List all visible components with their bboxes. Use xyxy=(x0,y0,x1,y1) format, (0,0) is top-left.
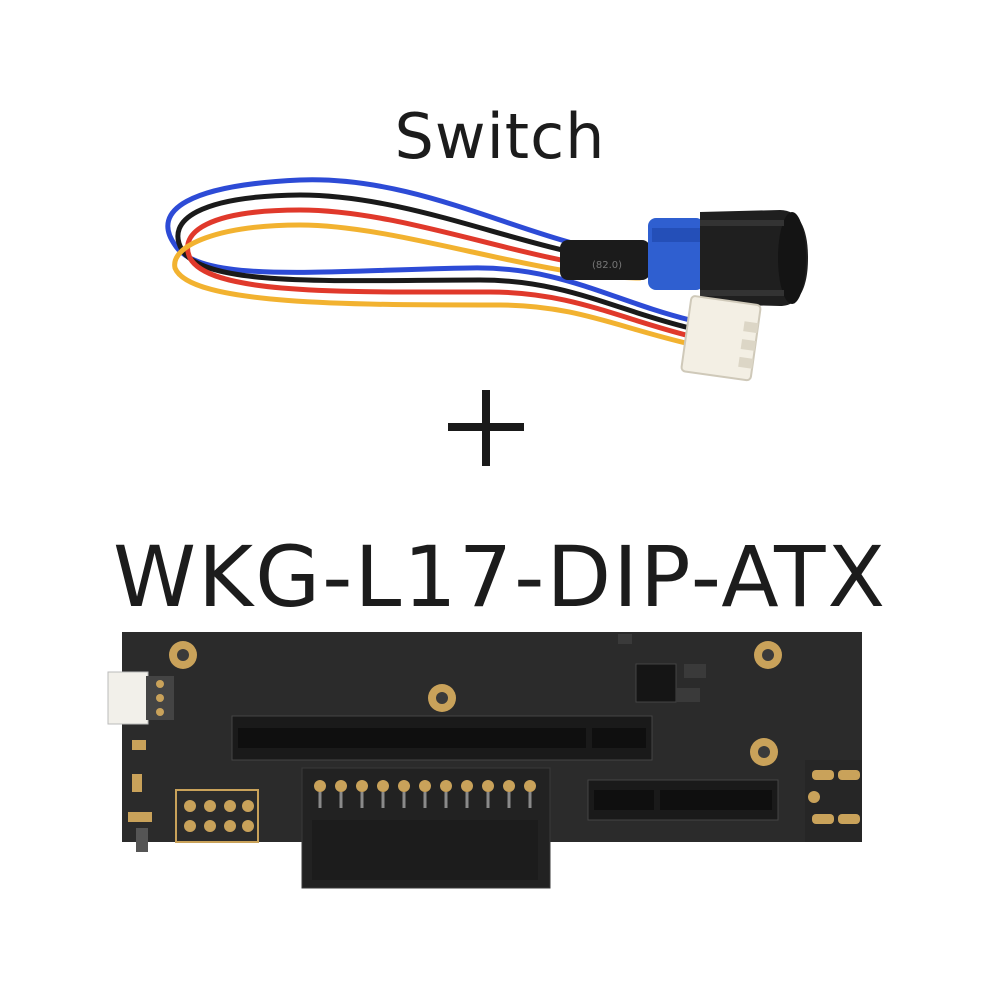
fan-header xyxy=(107,671,174,725)
cable-sleeve xyxy=(560,240,650,280)
pcie-x16-slot xyxy=(231,715,653,761)
mounting-holes xyxy=(169,641,782,766)
fan-connector xyxy=(680,295,762,382)
wire-yellow xyxy=(172,222,693,347)
wire-blue xyxy=(165,177,693,323)
atx-24pin-connector xyxy=(301,767,551,889)
ic-chips xyxy=(618,634,706,703)
product-label: WKG-L17-DIP-ATX xyxy=(112,528,888,626)
svg-text:(82.0): (82.0) xyxy=(592,260,622,271)
toggle-switch xyxy=(136,828,148,852)
eight-pin-pads xyxy=(175,789,259,843)
plus-sign xyxy=(448,390,524,466)
pcie-x4-slot xyxy=(587,779,779,821)
wire-red xyxy=(185,207,693,339)
edge-pads xyxy=(808,770,860,824)
switch-label: Switch xyxy=(394,100,606,173)
small-pads xyxy=(128,740,152,822)
